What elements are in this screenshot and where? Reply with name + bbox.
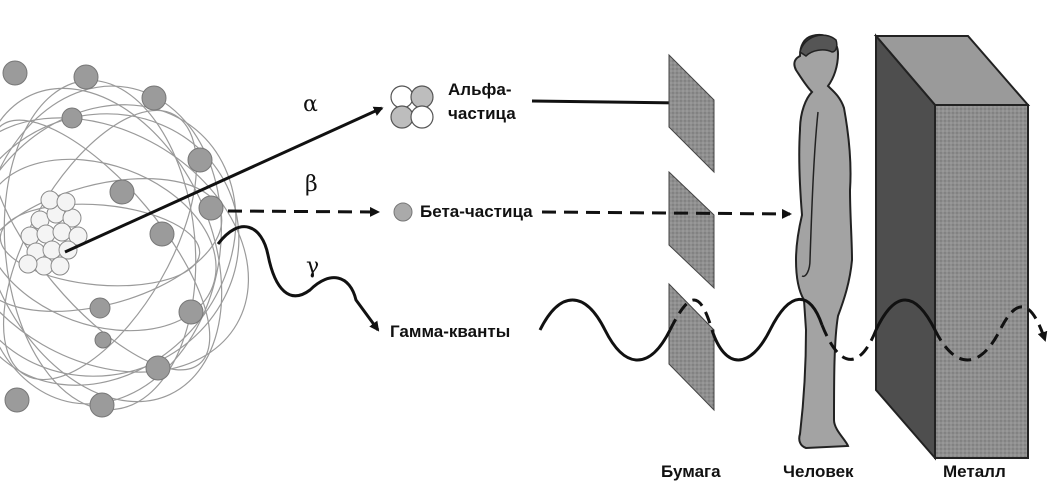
metal-caption: Металл (943, 462, 1006, 481)
human-hair (799, 34, 838, 57)
paper-caption: Бумага (661, 462, 721, 481)
alpha-arrow-to-paper (531, 97, 684, 108)
beta-particle-icon (393, 202, 413, 222)
atom (0, 60, 250, 418)
paper-plate-bottom (668, 282, 715, 412)
human-arm (801, 111, 819, 278)
human-body-icon (793, 34, 854, 450)
paper-plate-middle (668, 170, 715, 290)
nucleus (18, 190, 88, 276)
paper-plate-top (668, 53, 715, 174)
alpha-arrow (64, 106, 384, 254)
beta-label: Бета-частица (420, 202, 535, 222)
beta-symbol: β (305, 172, 318, 197)
alpha-label-line1: Альфа- (448, 80, 512, 99)
gamma-symbol: γ (306, 254, 320, 279)
metal-side-face (875, 33, 936, 461)
electrons (2, 60, 224, 418)
alpha-label-line2: частица (448, 104, 516, 123)
gamma-label: Гамма-кванты (390, 322, 513, 342)
beta-ray (227, 202, 413, 222)
gamma-wave-arrow (216, 225, 380, 332)
electron-orbits (0, 79, 250, 411)
alpha-symbol: α (303, 92, 318, 117)
paper-barrier (668, 53, 715, 412)
alpha-ray (64, 85, 684, 254)
alpha-particle-icon (390, 85, 434, 129)
beta-arrow-to-human (541, 208, 792, 219)
gamma-ray-through (538, 297, 1048, 362)
metal-barrier (873, 33, 1031, 461)
gamma-ray (216, 225, 380, 332)
human-figure (793, 34, 854, 450)
metal-front-face (934, 104, 1029, 459)
beta-arrow (227, 206, 380, 217)
human-caption: Человек (783, 462, 854, 481)
